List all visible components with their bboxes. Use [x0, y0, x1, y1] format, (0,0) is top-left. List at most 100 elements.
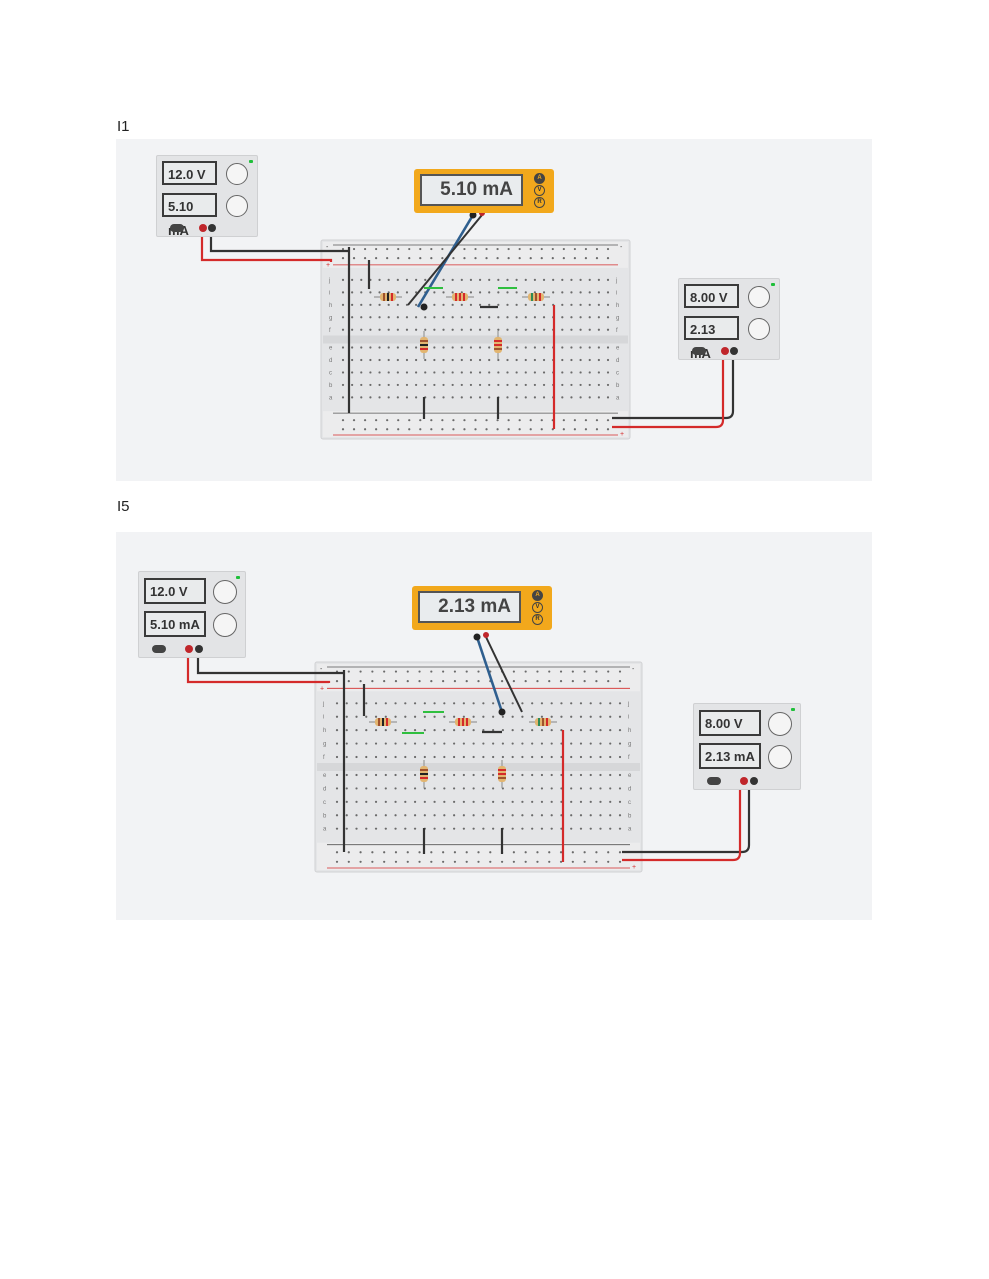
red-wire[interactable]	[612, 350, 725, 429]
svg-text:i: i	[323, 715, 324, 721]
svg-text:c: c	[616, 370, 619, 376]
svg-text:i: i	[628, 715, 629, 721]
black-wire[interactable]	[622, 782, 751, 854]
resistor[interactable]	[449, 718, 477, 726]
voltage-knob[interactable]	[748, 286, 770, 308]
meter-terminal-com[interactable]	[469, 211, 477, 219]
terminal-positive[interactable]	[199, 224, 207, 232]
power-supply-left[interactable]: 12.0 V 5.10 mA	[156, 155, 258, 238]
svg-text:j: j	[627, 701, 629, 707]
current-knob[interactable]	[768, 745, 792, 769]
svg-text:d: d	[616, 358, 619, 364]
power-switch[interactable]	[692, 347, 706, 355]
voltage-knob[interactable]	[768, 712, 792, 736]
power-switch[interactable]	[707, 777, 721, 785]
svg-text:b: b	[628, 813, 632, 819]
svg-text:d: d	[329, 358, 332, 364]
voltage-knob[interactable]	[226, 163, 248, 185]
svg-text:g: g	[616, 315, 619, 321]
svg-text:j: j	[328, 278, 330, 284]
terminal-positive[interactable]	[740, 777, 748, 785]
red-wire[interactable]	[200, 230, 333, 262]
probe-lead-blue[interactable]	[416, 214, 475, 308]
resistor[interactable]	[529, 718, 557, 726]
voltage-display: 12.0 V	[144, 578, 206, 604]
mode-ammeter[interactable]: A	[532, 590, 543, 601]
svg-text:c: c	[323, 800, 326, 806]
svg-text:d: d	[628, 786, 631, 792]
voltage-knob[interactable]	[213, 580, 237, 604]
svg-text:d: d	[323, 786, 326, 792]
svg-text:a: a	[323, 827, 327, 833]
probe-tip[interactable]	[498, 708, 506, 716]
svg-text:-: -	[632, 666, 635, 673]
resistor[interactable]	[420, 760, 428, 788]
terminal-negative[interactable]	[750, 777, 758, 785]
power-led-icon	[249, 160, 253, 163]
resistor[interactable]	[494, 331, 502, 359]
svg-text:-: -	[320, 666, 323, 673]
red-wire[interactable]	[186, 650, 331, 684]
probe-lead-blue[interactable]	[475, 636, 504, 713]
power-supply-right[interactable]: 8.00 V 2.13 mA	[693, 703, 801, 790]
svg-text:f: f	[628, 755, 630, 761]
resistor[interactable]	[522, 293, 550, 301]
svg-text:g: g	[323, 742, 326, 748]
current-knob[interactable]	[748, 318, 770, 340]
current-display: 2.13 mA	[684, 316, 739, 361]
multimeter[interactable]: 5.10 mA A V R	[414, 169, 554, 213]
resistor[interactable]	[374, 293, 402, 301]
mode-ohmmeter[interactable]: R	[534, 197, 545, 208]
svg-text:b: b	[616, 383, 620, 389]
svg-text:b: b	[323, 813, 327, 819]
svg-text:h: h	[616, 303, 619, 309]
svg-text:e: e	[329, 346, 333, 352]
mode-ammeter[interactable]: A	[534, 173, 545, 184]
svg-text:+: +	[632, 864, 636, 871]
probe-lead-black[interactable]	[485, 636, 523, 713]
mode-voltmeter[interactable]: V	[534, 185, 545, 196]
figure-caption: I5	[117, 498, 130, 515]
svg-text:+: +	[620, 431, 624, 438]
resistor[interactable]	[446, 293, 474, 301]
terminal-negative[interactable]	[730, 347, 738, 355]
resistor[interactable]	[420, 331, 428, 359]
current-knob[interactable]	[213, 613, 237, 637]
svg-text:a: a	[628, 827, 632, 833]
svg-text:+: +	[326, 262, 330, 269]
red-wire[interactable]	[622, 782, 742, 862]
resistor[interactable]	[498, 760, 506, 788]
meter-terminal-com[interactable]	[473, 633, 481, 641]
black-wire[interactable]	[612, 350, 735, 420]
meter-terminal-a[interactable]	[483, 632, 489, 638]
svg-text:-: -	[326, 244, 329, 251]
power-switch[interactable]	[170, 224, 184, 232]
current-knob[interactable]	[226, 195, 248, 217]
svg-text:e: e	[628, 773, 632, 779]
svg-text:+: +	[320, 685, 324, 692]
svg-text:g: g	[628, 742, 631, 748]
terminal-negative[interactable]	[195, 645, 203, 653]
power-switch[interactable]	[152, 645, 166, 653]
probe-lead-black[interactable]	[407, 214, 483, 306]
current-display: 2.13 mA	[699, 743, 761, 769]
probe-tip[interactable]	[420, 303, 428, 311]
power-supply-left[interactable]: 12.0 V 5.10 mA	[138, 571, 246, 658]
black-wire[interactable]	[209, 230, 348, 253]
resistor[interactable]	[369, 718, 397, 726]
figure-caption: I1	[117, 118, 130, 135]
svg-text:i: i	[616, 290, 617, 296]
terminal-positive[interactable]	[721, 347, 729, 355]
mode-voltmeter[interactable]: V	[532, 602, 543, 613]
multimeter[interactable]: 2.13 mA A V R	[412, 586, 552, 630]
power-supply-right[interactable]: 8.00 V 2.13 mA	[678, 278, 780, 361]
svg-text:j: j	[322, 701, 324, 707]
terminal-negative[interactable]	[208, 224, 216, 232]
mode-ohmmeter[interactable]: R	[532, 614, 543, 625]
terminal-positive[interactable]	[185, 645, 193, 653]
